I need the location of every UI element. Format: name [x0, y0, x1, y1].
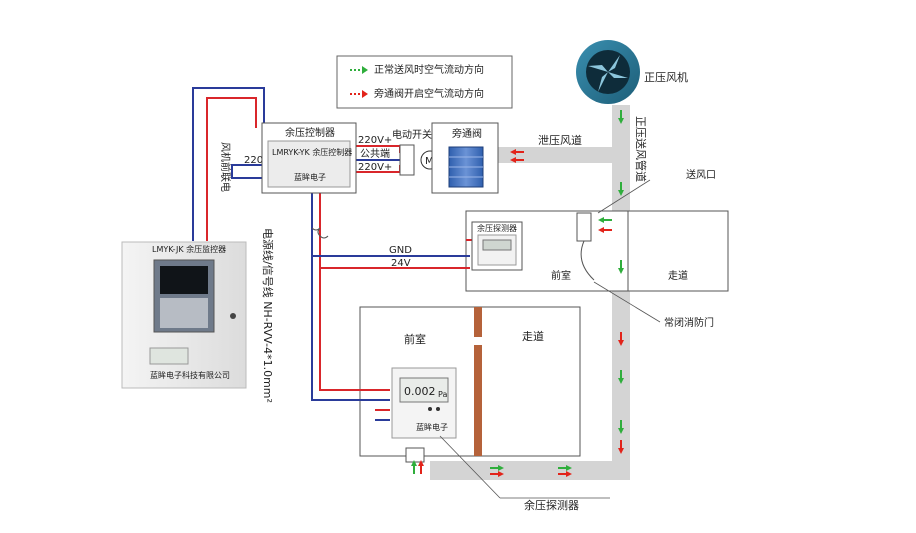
upper-detector-label: 余压探测器	[477, 223, 517, 233]
axial-fan: 正压风机	[576, 40, 688, 104]
fire-door-swing	[580, 240, 595, 281]
upper-front-room-label: 前室	[551, 269, 571, 282]
lower-detector-brand: 蓝眸电子	[416, 422, 448, 432]
motor-symbol-label: M	[425, 156, 434, 167]
controller-device-text: LMRYK-YK 余压控制器	[272, 147, 352, 157]
relief-duct-label: 泄压风道	[538, 133, 582, 147]
lower-detector-button-2	[436, 407, 440, 411]
flow-arrow	[618, 440, 624, 454]
lower-detector-button-1	[428, 407, 432, 411]
flow-arrow	[490, 471, 504, 477]
upper-detector: 余压探测器	[471, 221, 523, 271]
legend-normal-arrow	[350, 66, 368, 74]
label-24v: 24V	[391, 258, 411, 269]
legend-bypass-arrow	[350, 90, 368, 98]
bypass-valve: 旁通阀	[431, 122, 499, 194]
flow-arrow	[558, 471, 572, 477]
bypass-valve-label: 旁通阀	[452, 127, 482, 140]
flow-arrow	[510, 157, 524, 163]
supply-outlet-leader	[597, 179, 651, 214]
flow-arrow	[510, 149, 524, 155]
label-220v-top: 220V+	[358, 135, 392, 146]
panel-printer	[149, 347, 189, 365]
cable-coil	[311, 227, 329, 239]
upper-detector-screen	[482, 239, 512, 251]
lower-detector-label: 余压探测器	[524, 498, 579, 512]
flow-arrow	[558, 465, 572, 471]
controller-brand: 蓝眸电子	[294, 172, 326, 182]
flow-arrow	[618, 110, 624, 124]
legend: 正常送风时空气流动方向 旁通阀开启空气流动方向	[336, 55, 513, 109]
lower-detector: 0.002 Pa 蓝眸电子 余压探测器	[391, 367, 610, 512]
fire-door-leader	[593, 281, 661, 323]
label-common: 公共端	[360, 147, 390, 160]
wire-red-power	[206, 97, 257, 241]
pressure-controller: 余压控制器 LMRYK-YK 余压控制器 蓝眸电子	[261, 122, 357, 194]
wire-blue-panel	[231, 164, 262, 179]
lower-supply-outlet	[405, 447, 425, 463]
panel-keypad	[160, 298, 208, 328]
legend-normal-label: 正常送风时空气流动方向	[374, 63, 484, 76]
fire-door-label: 常闭消防门	[664, 316, 714, 329]
label-cable: 电源线/信号线 NH-RVV-4*1.0mm²	[261, 228, 275, 403]
flow-arrow	[618, 182, 624, 196]
flow-arrow	[490, 465, 504, 471]
panel-title: LMYK-JK 余压监控器	[152, 244, 226, 254]
label-220v-bottom: 220V+	[358, 162, 392, 173]
controller-body	[267, 140, 351, 188]
lower-detector-unit: Pa	[438, 390, 447, 399]
motor-switch-box	[399, 144, 415, 176]
lower-detector-value: 0.002	[404, 385, 436, 398]
flow-arrow	[598, 217, 612, 223]
label-power-source: 风机前联电	[219, 142, 232, 192]
supply-duct-label: 正压送风管道	[634, 116, 648, 182]
wire-down-red	[319, 192, 390, 391]
wire-down-blue	[311, 192, 390, 401]
flow-arrows	[411, 110, 624, 477]
lower-room-wall-lower	[474, 345, 482, 456]
fan-label: 正压风机	[644, 70, 688, 84]
legend-bypass-label: 旁通阀开启空气流动方向	[374, 87, 484, 100]
flow-arrow	[598, 227, 612, 233]
cable-coil-symbol	[311, 227, 329, 239]
wire-blue-power	[192, 87, 265, 241]
flow-arrow	[618, 260, 624, 274]
upper-room: 前室 走道 常闭消防门	[465, 210, 729, 329]
controller-title: 余压控制器	[285, 126, 335, 139]
lower-corridor-label: 走道	[522, 329, 544, 343]
flow-arrow	[418, 460, 424, 474]
lower-duct	[430, 461, 630, 480]
panel-screen	[160, 266, 208, 294]
monitor-panel: LMYK-JK 余压监控器 蓝眸电子科技有限公司	[121, 241, 247, 389]
flow-arrow	[618, 370, 624, 384]
relief-duct	[476, 147, 612, 163]
supply-outlet-label: 送风口	[686, 168, 716, 181]
label-gnd: GND	[389, 245, 412, 256]
lower-room-wall	[474, 307, 482, 337]
flow-arrow	[618, 332, 624, 346]
lower-detector-leader	[439, 435, 501, 499]
supply-duct-vertical	[612, 105, 630, 480]
flow-arrow	[618, 420, 624, 434]
panel-maker: 蓝眸电子科技有限公司	[150, 370, 230, 380]
lower-detector-screen	[399, 377, 449, 403]
lower-front-room-label: 前室	[404, 332, 426, 346]
panel-lock	[230, 313, 236, 319]
upper-corridor-label: 走道	[668, 269, 688, 282]
flow-arrow	[411, 460, 417, 474]
label-motor-switch: 电动开关	[392, 128, 432, 141]
legend-box	[336, 55, 513, 109]
fire-door	[576, 212, 592, 242]
label-power-voltage: 220V	[244, 155, 270, 166]
